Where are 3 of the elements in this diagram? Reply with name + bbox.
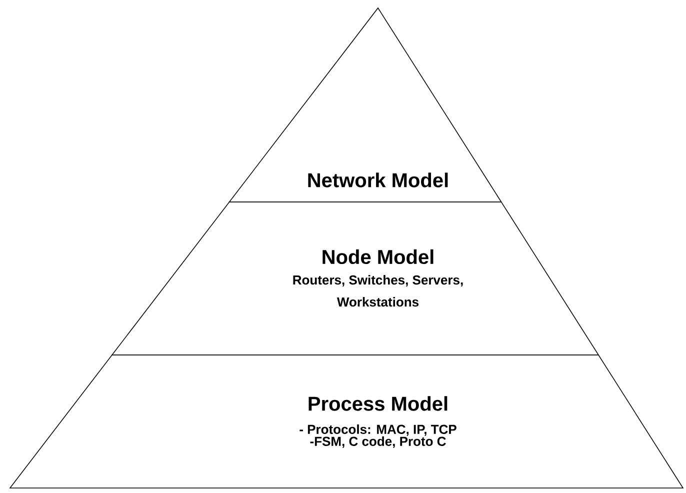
node-label: - Protocols: MAC, IP, TCP bbox=[300, 424, 456, 436]
node-label: -FSM, C code, Proto C bbox=[310, 436, 446, 448]
node-label: Process Model bbox=[308, 396, 448, 411]
